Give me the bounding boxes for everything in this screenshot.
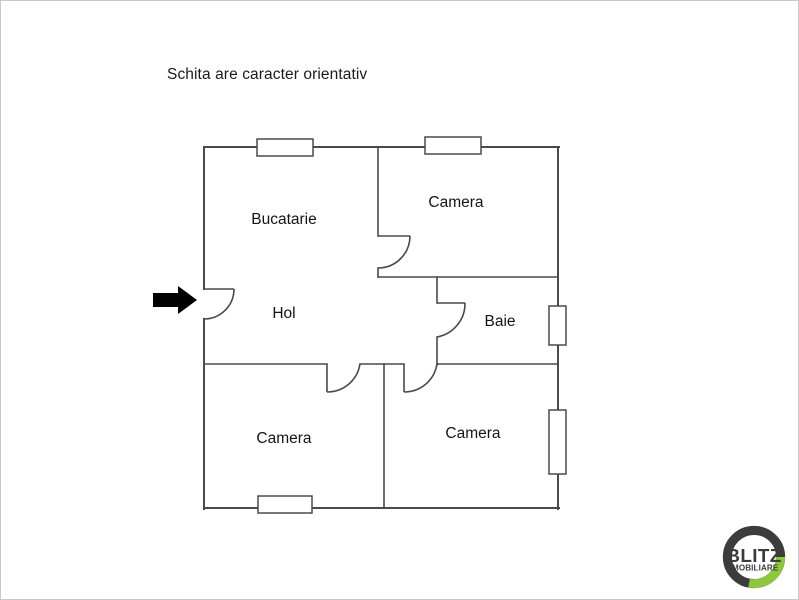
door-baie-arc (436, 302, 466, 338)
room-label-baie: Baie (484, 313, 515, 330)
room-label-camera-top-right: Camera (428, 194, 484, 211)
brand-logo: BLITZ IMOBILIARE (722, 525, 786, 589)
room-label-camera-bottom-left: Camera (256, 430, 312, 447)
window-camera-top (424, 136, 482, 155)
logo-accent-arc (748, 556, 786, 589)
room-label-hol: Hol (272, 305, 295, 322)
door-entrance (203, 288, 235, 320)
interior-walls (203, 146, 559, 509)
logo-brand-text: BLITZ (726, 546, 781, 567)
door-camera-bottom-left (326, 363, 361, 393)
entrance-arrow-shape (153, 286, 197, 314)
door-camera-top-right (377, 235, 411, 269)
room-label-bucatarie: Bucatarie (251, 211, 316, 228)
room-label-camera-bottom-right: Camera (445, 425, 501, 442)
door-camera-br-arc (403, 363, 438, 393)
windows (256, 136, 567, 514)
exterior-walls (203, 146, 560, 510)
logo-subbrand-text: IMOBILIARE (730, 563, 779, 572)
door-camera-bottom-right (403, 363, 438, 393)
window-camera-right (548, 409, 567, 475)
doors (203, 235, 466, 393)
page-title: Schita are caracter orientativ (167, 66, 368, 83)
window-bucatarie-top (256, 138, 314, 157)
window-baie-right (548, 305, 567, 346)
door-camera-tr-arc (377, 235, 411, 269)
window-camera-bottom (257, 495, 313, 514)
door-entrance-arc (203, 288, 235, 320)
door-camera-bl-arc (326, 363, 361, 393)
entrance-arrow (153, 286, 197, 314)
door-baie (436, 302, 466, 338)
